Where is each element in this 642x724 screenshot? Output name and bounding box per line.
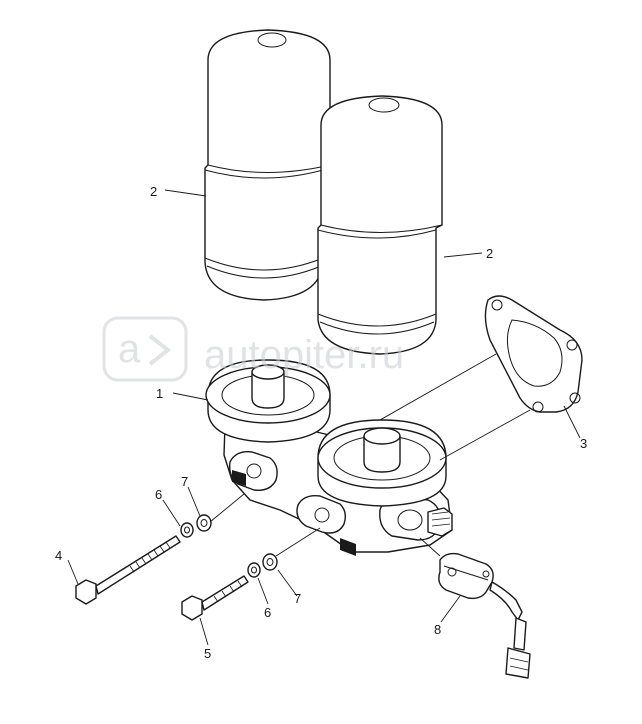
svg-text:a: a — [118, 327, 141, 371]
callout-washer-upper: 6 — [155, 487, 162, 502]
filter-mount-right — [317, 419, 447, 507]
lock-washer-lower — [262, 553, 278, 571]
callout-filter-left: 2 — [150, 184, 157, 199]
callout-short-bolt: 5 — [204, 646, 211, 661]
filter-mount-left — [205, 359, 331, 443]
washer-upper — [180, 522, 194, 538]
callout-filter-head: 1 — [156, 386, 163, 401]
watermark: a autopiter.ru — [102, 316, 404, 382]
lock-washer-upper — [196, 514, 212, 532]
callout-sensor: 8 — [434, 622, 441, 637]
gasket — [484, 295, 583, 413]
callout-long-bolt: 4 — [55, 548, 62, 563]
callout-gasket: 3 — [580, 436, 587, 451]
short-bolt — [181, 575, 249, 621]
callout-filter-right: 2 — [486, 246, 493, 261]
callout-labels: 2 2 1 3 4 5 6 7 6 7 8 — [55, 184, 587, 661]
washer-lower — [247, 562, 261, 578]
long-bolt — [75, 535, 181, 605]
callout-washer-lower: 6 — [264, 605, 271, 620]
pressure-sensor — [438, 552, 531, 679]
leader-lines — [67, 189, 581, 646]
filter-cartridge-left — [204, 29, 331, 301]
callout-lock-washer-lower: 7 — [294, 591, 301, 606]
filter-cartridge-right — [317, 95, 443, 355]
callout-lock-washer-upper: 7 — [181, 474, 188, 489]
watermark-text: autopiter.ru — [204, 333, 404, 377]
